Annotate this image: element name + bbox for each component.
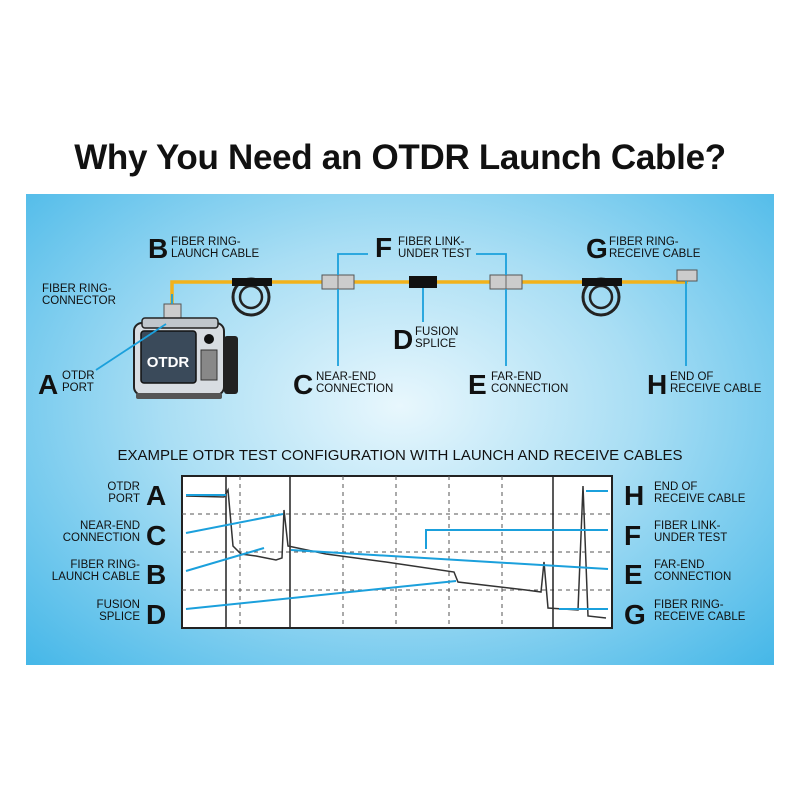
svg-text:C: C bbox=[293, 369, 313, 400]
svg-text:RECEIVE CABLE: RECEIVE CABLE bbox=[654, 611, 746, 623]
bottom-label-b: FIBER RING- LAUNCH CABLE B bbox=[52, 559, 166, 590]
bottom-label-c: NEAR-END CONNECTION C bbox=[63, 520, 167, 551]
svg-text:CONNECTION: CONNECTION bbox=[316, 383, 393, 395]
svg-text:FUSION: FUSION bbox=[97, 599, 140, 611]
otdr-device-label: OTDR bbox=[147, 354, 190, 371]
svg-text:FIBER RING-: FIBER RING- bbox=[42, 283, 112, 295]
svg-text:SPLICE: SPLICE bbox=[99, 611, 140, 623]
bottom-left-labels: OTDR PORT A NEAR-END CONNECTION C FIBER … bbox=[52, 480, 166, 630]
svg-text:CONNECTOR: CONNECTOR bbox=[42, 295, 116, 307]
svg-text:D: D bbox=[393, 324, 413, 355]
bottom-callout-lines bbox=[185, 490, 609, 610]
svg-text:A: A bbox=[146, 480, 166, 511]
svg-text:SPLICE: SPLICE bbox=[415, 338, 456, 350]
svg-text:FIBER RING-: FIBER RING- bbox=[171, 236, 241, 248]
svg-text:UNDER TEST: UNDER TEST bbox=[398, 248, 471, 260]
svg-text:CONNECTION: CONNECTION bbox=[491, 383, 568, 395]
svg-text:OTDR: OTDR bbox=[62, 370, 95, 382]
otdr-diagram: OTDR B FIBER RING- LAUNCH CABLE F FIBER … bbox=[38, 232, 762, 630]
svg-text:B: B bbox=[148, 233, 168, 264]
page-title: Why You Need an OTDR Launch Cable? bbox=[74, 138, 726, 177]
bottom-label-f: F FIBER LINK- UNDER TEST bbox=[624, 520, 727, 551]
otdr-device: OTDR bbox=[133, 317, 238, 399]
bottom-label-h: H END OF RECEIVE CABLE bbox=[624, 480, 746, 511]
svg-text:CONNECTION: CONNECTION bbox=[654, 571, 731, 583]
diagram-panel: OTDR B FIBER RING- LAUNCH CABLE F FIBER … bbox=[26, 194, 774, 665]
svg-text:NEAR-END: NEAR-END bbox=[316, 371, 376, 383]
svg-text:FUSION: FUSION bbox=[415, 326, 458, 338]
top-label-d: D FUSION SPLICE bbox=[393, 324, 458, 355]
svg-text:F: F bbox=[375, 232, 392, 263]
svg-text:A: A bbox=[38, 369, 58, 400]
top-label-b: B FIBER RING- LAUNCH CABLE bbox=[148, 233, 260, 264]
svg-text:RECEIVE CABLE: RECEIVE CABLE bbox=[654, 493, 746, 505]
svg-text:G: G bbox=[624, 599, 646, 630]
top-callout-lines bbox=[95, 253, 687, 371]
top-label-e: E FAR-END CONNECTION bbox=[468, 369, 568, 400]
bottom-right-labels: H END OF RECEIVE CABLE F FIBER LINK- UND… bbox=[624, 480, 746, 630]
receive-cable-sleeve bbox=[582, 278, 622, 286]
svg-text:PORT: PORT bbox=[62, 382, 94, 394]
svg-text:D: D bbox=[146, 599, 166, 630]
svg-text:LAUNCH CABLE: LAUNCH CABLE bbox=[171, 248, 260, 260]
bottom-label-d: FUSION SPLICE D bbox=[97, 599, 167, 630]
svg-text:FIBER LINK-: FIBER LINK- bbox=[654, 520, 721, 532]
svg-text:CONNECTION: CONNECTION bbox=[63, 532, 140, 544]
bottom-label-e: E FAR-END CONNECTION bbox=[624, 559, 731, 590]
svg-text:G: G bbox=[586, 233, 608, 264]
launch-cable-sleeve bbox=[232, 278, 272, 286]
svg-text:B: B bbox=[146, 559, 166, 590]
svg-text:END OF: END OF bbox=[670, 371, 713, 383]
svg-text:H: H bbox=[647, 369, 667, 400]
top-label-g: G FIBER RING- RECEIVE CABLE bbox=[586, 233, 701, 264]
svg-text:FAR-END: FAR-END bbox=[654, 559, 704, 571]
svg-text:E: E bbox=[468, 369, 487, 400]
svg-text:UNDER TEST: UNDER TEST bbox=[654, 532, 727, 544]
svg-text:FAR-END: FAR-END bbox=[491, 371, 541, 383]
svg-text:NEAR-END: NEAR-END bbox=[80, 520, 140, 532]
fiber-setup bbox=[163, 269, 698, 325]
svg-text:FIBER RING-: FIBER RING- bbox=[70, 559, 140, 571]
bottom-label-a: OTDR PORT A bbox=[107, 480, 166, 511]
svg-text:OTDR: OTDR bbox=[107, 481, 140, 493]
svg-text:RECEIVE CABLE: RECEIVE CABLE bbox=[609, 248, 701, 260]
otdr-trace-panel bbox=[181, 475, 613, 629]
svg-text:LAUNCH CABLE: LAUNCH CABLE bbox=[52, 571, 141, 583]
top-label-h: H END OF RECEIVE CABLE bbox=[647, 369, 762, 400]
svg-text:FIBER LINK-: FIBER LINK- bbox=[398, 236, 465, 248]
bottom-label-g: G FIBER RING- RECEIVE CABLE bbox=[624, 599, 746, 630]
end-connector bbox=[676, 269, 698, 282]
svg-text:FIBER RING-: FIBER RING- bbox=[609, 236, 679, 248]
top-label-a: A OTDR PORT bbox=[38, 369, 95, 400]
svg-text:E: E bbox=[624, 559, 643, 590]
svg-text:PORT: PORT bbox=[108, 493, 140, 505]
receive-cable-ring-inner bbox=[588, 284, 614, 310]
svg-text:F: F bbox=[624, 520, 641, 551]
svg-text:END OF: END OF bbox=[654, 481, 697, 493]
svg-text:H: H bbox=[624, 480, 644, 511]
svg-text:RECEIVE CABLE: RECEIVE CABLE bbox=[670, 383, 762, 395]
top-label-f: F FIBER LINK- UNDER TEST bbox=[375, 232, 471, 263]
svg-text:FIBER RING-: FIBER RING- bbox=[654, 599, 724, 611]
top-label-c: C NEAR-END CONNECTION bbox=[293, 369, 393, 400]
fusion-splice-marker bbox=[409, 276, 437, 288]
launch-cable-ring-inner bbox=[238, 284, 264, 310]
svg-text:C: C bbox=[146, 520, 166, 551]
section-subtitle: EXAMPLE OTDR TEST CONFIGURATION WITH LAU… bbox=[117, 447, 682, 464]
top-label-connector: FIBER RING- CONNECTOR bbox=[42, 283, 116, 307]
